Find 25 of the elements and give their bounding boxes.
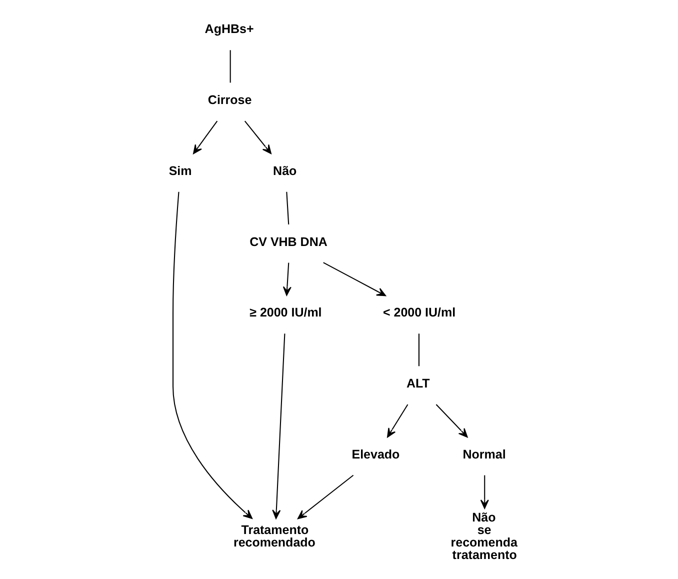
node-text: Normal (462, 447, 506, 462)
arrow (435, 404, 468, 438)
arrow (172, 192, 252, 519)
arrow (386, 404, 408, 438)
arrow (296, 474, 354, 520)
node-text: Sim (168, 164, 192, 178)
node-text: AgHBs+ (204, 22, 254, 36)
node-text: Cirrose (207, 93, 252, 108)
arrow (192, 120, 218, 154)
node-text: Elevado (351, 447, 400, 462)
arrow (322, 262, 386, 296)
connector (418, 334, 419, 366)
arrow (244, 120, 271, 154)
arrow (272, 334, 285, 519)
arrow (282, 262, 291, 296)
arrow (480, 475, 488, 509)
connector (286, 192, 289, 224)
node-text: Não se recomenda tratamento (450, 510, 517, 562)
node-text: CV VHB DNA (249, 234, 327, 249)
node-text: ALT (406, 376, 430, 391)
node-text: < 2000 IU/ml (382, 306, 456, 320)
node-text: Não (272, 164, 296, 178)
connector (229, 50, 230, 83)
node-text: Tratamento recomendado (232, 522, 315, 550)
node-text: ≥ 2000 IU/ml (249, 306, 322, 320)
